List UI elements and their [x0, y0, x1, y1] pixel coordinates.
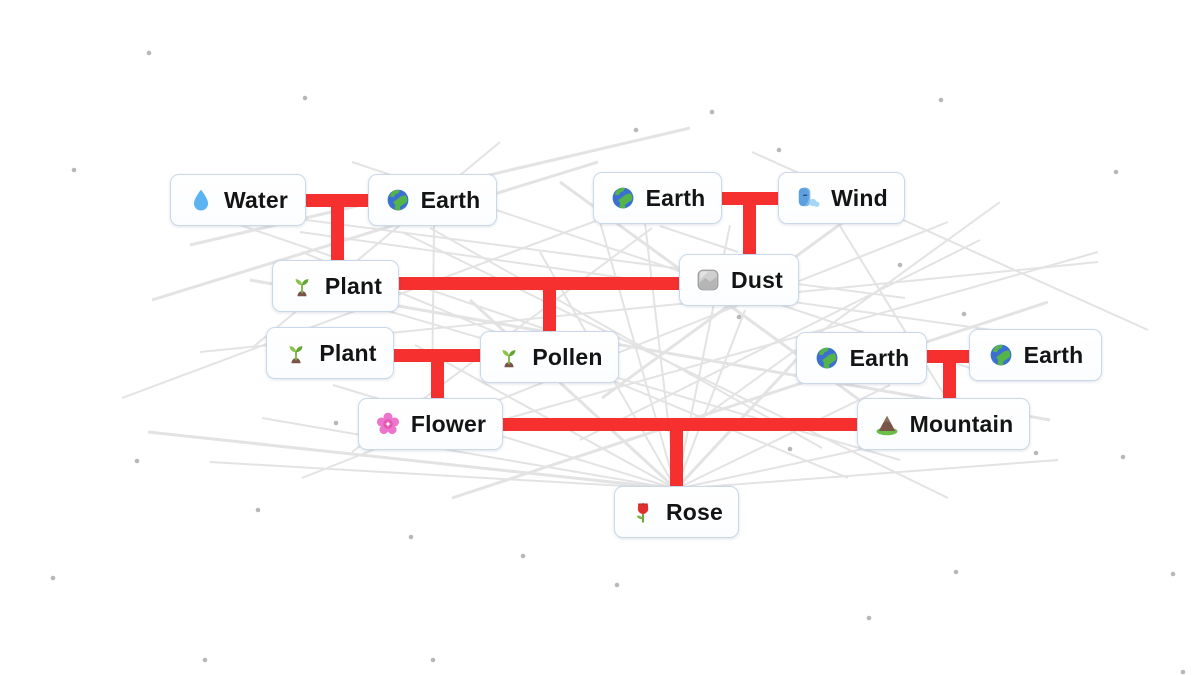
web-line [151, 160, 599, 302]
background-dot [408, 534, 414, 540]
background-dot [953, 569, 959, 575]
web-line [701, 201, 1001, 419]
rose-icon [630, 499, 656, 525]
web-line [414, 344, 677, 490]
background-dot [520, 553, 526, 559]
background-dot [961, 311, 967, 317]
web-line [675, 459, 1059, 490]
connection-line-vertical [330, 200, 344, 262]
element-node-water[interactable]: Water [170, 174, 306, 226]
web-line [209, 461, 677, 490]
background-dot [633, 127, 639, 133]
background-dot [202, 657, 208, 663]
web-line [675, 384, 891, 490]
background-dot [787, 446, 793, 452]
background-dot [1120, 454, 1126, 460]
background-dot [134, 458, 140, 464]
background-dot [1113, 169, 1119, 175]
dust-rock-icon [695, 267, 721, 293]
element-label: Earth [420, 186, 481, 213]
background-dot [255, 507, 261, 513]
web-line [839, 225, 946, 397]
element-node-pollen[interactable]: Pollen [480, 331, 619, 383]
element-label: Earth [1023, 341, 1084, 368]
element-node-rose[interactable]: Rose [614, 486, 739, 538]
web-line [349, 299, 901, 461]
earth-globe-icon [988, 342, 1014, 368]
element-node-dust[interactable]: Dust [679, 254, 799, 306]
background-dot [709, 109, 715, 115]
element-label: Flower [410, 410, 487, 437]
element-label: Earth [645, 184, 706, 211]
background-dot [50, 575, 56, 581]
element-label: Plant [319, 339, 377, 366]
element-label: Earth [849, 344, 910, 371]
element-label: Wind [831, 184, 888, 211]
web-line [147, 430, 677, 491]
element-label: Pollen [532, 343, 603, 370]
element-node-flower[interactable]: Flower [358, 398, 503, 450]
connection-line-vertical [742, 198, 756, 256]
background-dot [866, 615, 872, 621]
background-dot [614, 582, 620, 588]
connection-line-vertical [542, 283, 556, 333]
web-line [261, 417, 677, 490]
element-label: Water [223, 186, 289, 213]
element-label: Mountain [909, 410, 1014, 437]
wind-face-icon [795, 185, 821, 211]
element-node-earth-4[interactable]: Earth [969, 329, 1102, 381]
mountain-icon [874, 411, 900, 437]
background-dot [71, 167, 77, 173]
background-dot [1033, 450, 1039, 456]
web-line [401, 231, 949, 499]
element-node-plant-2[interactable]: Plant [266, 327, 394, 379]
background-dot [938, 97, 944, 103]
background-dot [430, 657, 436, 663]
background-dot [302, 95, 308, 101]
earth-globe-icon [385, 187, 411, 213]
connection-line-vertical [430, 355, 444, 400]
background-dot [333, 420, 339, 426]
web-line [674, 343, 812, 491]
background-dot [897, 262, 903, 268]
flower-blossom-icon [375, 411, 401, 437]
connection-line-vertical [669, 424, 683, 488]
web-line [579, 239, 981, 441]
seedling-icon [283, 340, 309, 366]
element-label: Rose [665, 498, 724, 525]
background-dot [1180, 669, 1186, 675]
background-dot [776, 147, 782, 153]
web-line [429, 227, 823, 449]
earth-globe-icon [814, 345, 840, 371]
web-line [659, 225, 739, 253]
web-line [451, 300, 1049, 500]
water-drop-icon [188, 187, 214, 213]
background-dot [146, 50, 152, 56]
element-label: Dust [731, 266, 783, 293]
earth-globe-icon [610, 185, 636, 211]
connection-line-horizontal [397, 276, 681, 290]
element-node-earth-3[interactable]: Earth [796, 332, 927, 384]
web-line [675, 309, 746, 490]
background-dot [1170, 571, 1176, 577]
background-dot [736, 314, 742, 320]
element-node-earth-1[interactable]: Earth [368, 174, 497, 226]
element-node-wind[interactable]: Wind [778, 172, 905, 224]
element-label: Plant [324, 272, 383, 299]
seedling-icon [496, 344, 522, 370]
element-node-plant-1[interactable]: Plant [272, 260, 399, 312]
element-node-earth-2[interactable]: Earth [593, 172, 722, 224]
connection-line-vertical [942, 356, 956, 400]
element-node-mountain[interactable]: Mountain [857, 398, 1030, 450]
seedling-icon [289, 273, 315, 299]
